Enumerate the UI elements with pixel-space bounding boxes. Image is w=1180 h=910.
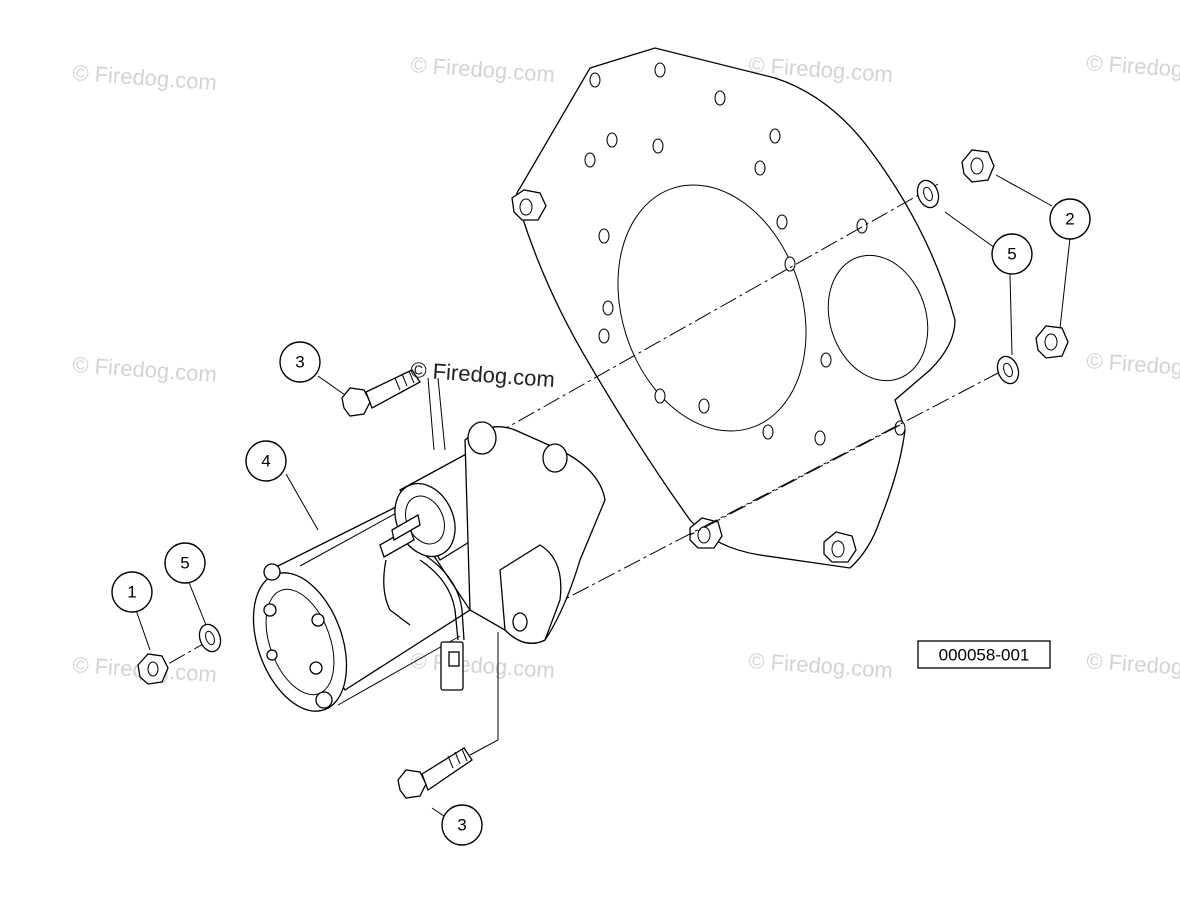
nut-item-1 (137, 653, 169, 685)
plate-nut (511, 189, 547, 221)
watermark: © Firedog.com (1086, 348, 1180, 383)
callout-5-right: 5 (991, 233, 1033, 275)
plate-nut (689, 517, 723, 549)
nut-item-2-top (961, 149, 995, 183)
callout-5-left: 5 (164, 542, 206, 584)
lock-washer-item-5-bottom (996, 355, 1020, 385)
watermark: © Firedog.com (72, 352, 218, 387)
watermark: © Firedog.com (1086, 648, 1180, 683)
starter-motor (252, 421, 606, 712)
callout-label: 3 (457, 816, 466, 835)
bolt-item-3-bottom (397, 747, 473, 799)
callout-2: 2 (1049, 198, 1091, 240)
lock-washer-item-5-top (916, 179, 940, 209)
callout-label: 3 (295, 353, 304, 372)
watermark-overlay: © Firedog.com (410, 357, 556, 392)
callout-3-top: 3 (279, 341, 321, 383)
watermark: © Firedog.com (410, 52, 556, 87)
callout-label: 5 (1007, 245, 1016, 264)
reference-number-box: 000058-001 (917, 640, 1051, 669)
callout-3-bottom: 3 (441, 804, 483, 846)
adapter-plate (511, 47, 956, 569)
callout-label: 5 (180, 554, 189, 573)
callout-label: 2 (1065, 210, 1074, 229)
reference-number: 000058-001 (939, 646, 1030, 665)
watermark: © Firedog.com (748, 648, 894, 683)
watermark: © Firedog.com (410, 648, 556, 683)
watermark: © Firedog.com (1086, 50, 1180, 85)
callout-1: 1 (111, 571, 153, 613)
callout-label: 4 (261, 452, 270, 471)
nut-item-2-bottom (1035, 325, 1069, 359)
lock-washer-item-5 (198, 623, 222, 653)
leader-lines (135, 174, 1071, 821)
callout-4: 4 (245, 440, 287, 482)
watermark: © Firedog.com (72, 60, 218, 95)
plate-holes (584, 62, 906, 446)
callout-label: 1 (127, 583, 136, 602)
bolt-item-3-top (341, 369, 421, 417)
plate-nut (823, 531, 857, 563)
